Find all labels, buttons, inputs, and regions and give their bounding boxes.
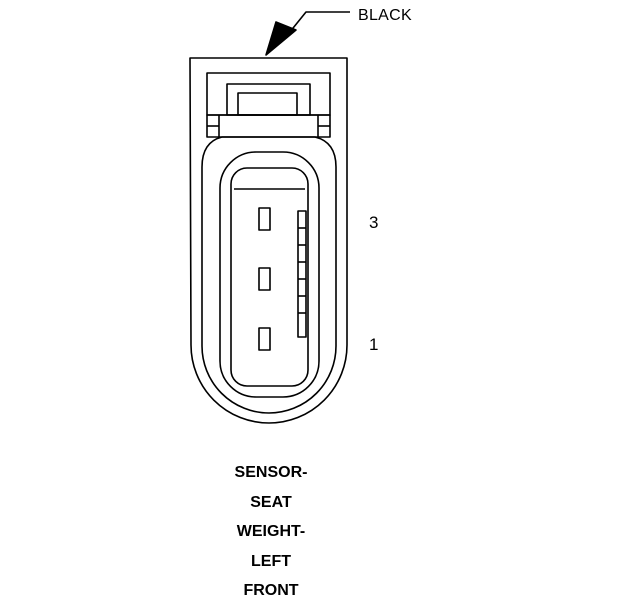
- pin-3-cavity: [258, 207, 271, 231]
- connector-seal-outer: [201, 136, 337, 414]
- caption-line-2: SEAT: [250, 493, 292, 511]
- connector-seal-inner: [219, 151, 320, 398]
- pin-3-label: 3: [369, 213, 379, 232]
- connector-cavity-outline: [230, 167, 309, 387]
- pin-1-label: 1: [369, 335, 379, 354]
- connector-key-rib: [297, 210, 307, 338]
- caption-line-1: SENSOR-: [234, 464, 308, 481]
- caption-line-3: WEIGHT-: [236, 523, 306, 540]
- pin-1-cavity: [258, 327, 271, 351]
- component-caption: SENSOR- SEAT WEIGHT- LEFT FRONT: [171, 458, 371, 606]
- connector-latch: [206, 72, 331, 138]
- caption-line-5: FRONT: [243, 582, 299, 599]
- connector-housing-outline: [189, 57, 348, 424]
- color-callout-label: BLACK: [358, 7, 412, 24]
- pin-2-cavity: [258, 267, 271, 291]
- callout-arrow-icon: [265, 11, 350, 56]
- caption-line-4: LEFT: [251, 552, 291, 570]
